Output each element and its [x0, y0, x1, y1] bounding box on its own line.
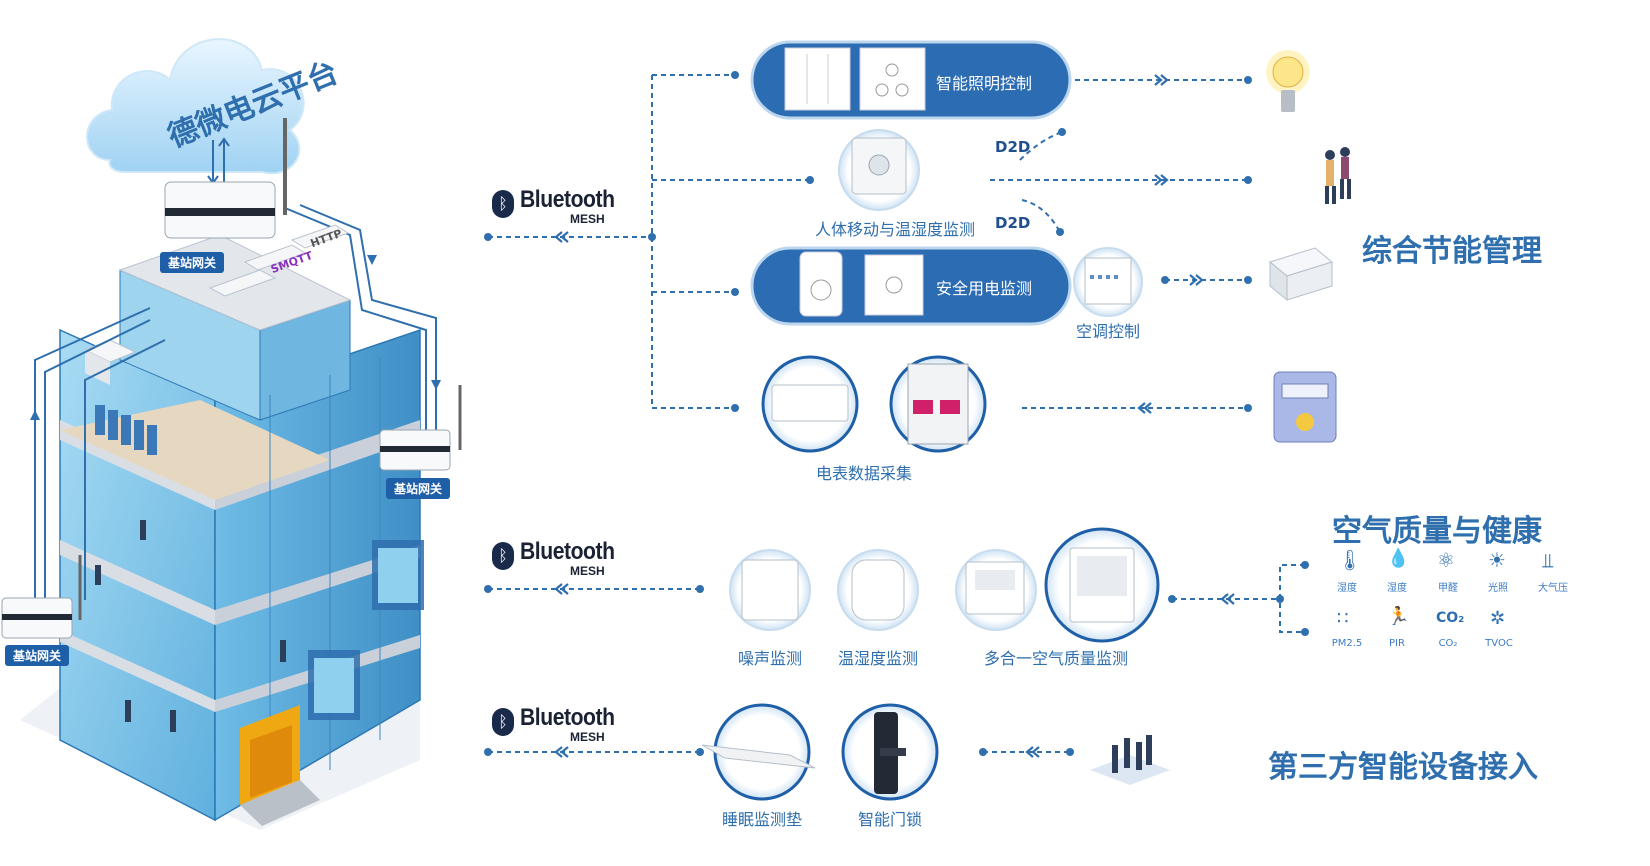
meter-collector-device — [761, 355, 859, 453]
power-safety-pill — [750, 246, 1072, 326]
bluetooth-icon: ᛒ — [492, 190, 514, 218]
sensor-label-humidity-2: 湿度 — [1387, 583, 1407, 594]
bluetooth-icon: ᛒ — [492, 708, 514, 736]
multi-air-label: 多合一空气质量监测 — [983, 649, 1129, 668]
meter-collect-label: 电表数据采集 — [815, 464, 913, 483]
motion-sensor-label: 人体移动与温湿度监测 — [814, 220, 976, 239]
sleep-pad-device — [701, 703, 816, 801]
smart-lighting-label: 智能照明控制 — [936, 74, 1033, 93]
gateway-label-left: 基站网关 — [5, 645, 70, 666]
sensor-label-tvoc: TVOC — [1485, 638, 1513, 649]
smart-lock-label: 智能门锁 — [857, 810, 923, 829]
ac-control-label: 空调控制 — [1075, 322, 1141, 341]
smart-lock-device — [841, 703, 939, 801]
circuit-breaker-device — [889, 355, 987, 453]
light-bulb-icon — [1266, 50, 1310, 112]
air-conditioner-icon — [1268, 247, 1334, 302]
sensor-label-light: 光照 — [1488, 583, 1508, 594]
motion-sensor-device — [838, 129, 920, 211]
gateway-device-top — [164, 118, 287, 239]
air-heading: 空气质量与健康 — [1332, 514, 1542, 549]
sensor-label-pm25: PM2.5 — [1331, 638, 1363, 649]
third-party-heading: 第三方智能设备接入 — [1268, 750, 1538, 785]
sensor-label-co2: CO₂ — [1438, 638, 1458, 649]
electric-meter-icon — [1273, 371, 1337, 443]
smart-lighting-pill — [750, 40, 1072, 120]
pm25-icon: ∷ — [1337, 608, 1349, 629]
co2-icon: CO₂ — [1436, 610, 1465, 626]
gateway-label-top: 基站网关 — [160, 252, 225, 273]
sun-icon: ☀ — [1488, 548, 1506, 572]
thermometer-icon: 🌡 — [1337, 548, 1363, 572]
multi-air-devices — [955, 527, 1160, 643]
building-illustration — [20, 204, 441, 830]
flow-chevrons — [554, 74, 1235, 758]
tvoc-icon: ✲ — [1490, 608, 1506, 629]
ac-control-device — [1073, 247, 1143, 317]
energy-heading: 综合节能管理 — [1362, 234, 1542, 269]
temp-humidity-label: 温湿度监测 — [837, 649, 919, 668]
gateway-device-left — [1, 555, 82, 639]
noise-label: 噪声监测 — [737, 649, 803, 668]
temp-humidity-device — [837, 549, 919, 631]
connector-lines — [488, 74, 1305, 753]
cloud-platform — [86, 38, 305, 175]
gateway-label-right: 基站网关 — [386, 478, 451, 499]
sensor-label-humidity-1: 湿度 — [1337, 583, 1357, 594]
pedestrians-icon — [1325, 147, 1351, 204]
gateway-device-right — [379, 385, 462, 471]
water-drop-icon: 💧 — [1387, 548, 1410, 569]
power-safety-label: 安全用电监测 — [936, 279, 1033, 298]
sensor-label-formaldehyde: 甲醛 — [1438, 583, 1458, 594]
d2d-label-1: D2D — [995, 138, 1031, 156]
running-person-icon: 🏃 — [1387, 606, 1410, 627]
noise-sensor-device — [729, 549, 811, 631]
business-people-icon — [1090, 735, 1170, 785]
bluetooth-icon: ᛒ — [492, 542, 514, 570]
sensor-label-pressure: 大气压 — [1538, 583, 1568, 594]
d2d-label-2: D2D — [995, 214, 1031, 232]
connector-dots — [484, 71, 1309, 756]
sensor-label-pir: PIR — [1389, 638, 1405, 649]
sleep-pad-label: 睡眠监测垫 — [721, 810, 803, 829]
molecule-icon: ⚛ — [1437, 548, 1455, 572]
pressure-icon: ⫫ — [1542, 548, 1554, 572]
protocol-boxes — [208, 224, 350, 297]
